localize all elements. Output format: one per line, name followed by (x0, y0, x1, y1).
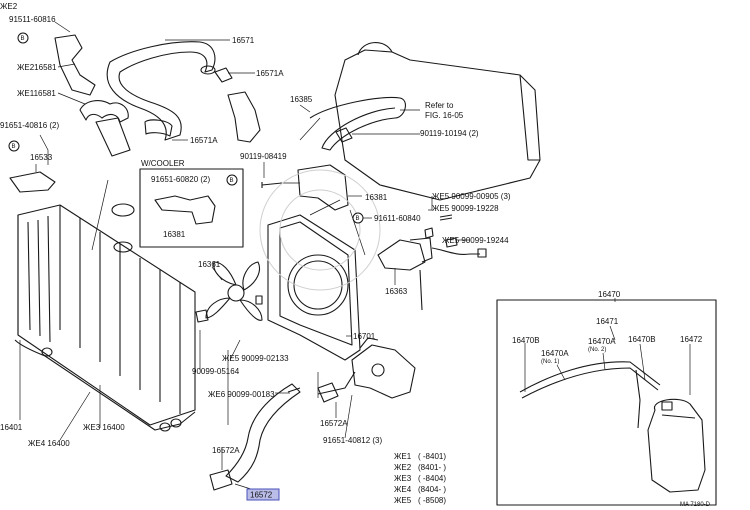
legend-range-4: (8404- ) (418, 485, 446, 494)
legend: ЖЕ1 ( -8401) ЖЕ2 (8401- ) ЖЕ3 ( -8404) Ж… (394, 452, 446, 505)
label-216581[interactable]: ЖЕ216581 (17, 63, 57, 72)
bracket-116581 (79, 100, 129, 123)
label-16701[interactable]: 16701 (353, 332, 376, 341)
radiator-cap (113, 241, 133, 253)
coolant-reservoir-outline (334, 49, 541, 201)
label-no1: (No. 1) (541, 359, 559, 365)
with-cooler-inset-box (139, 168, 244, 248)
label-16471[interactable]: 16471 (596, 317, 619, 326)
label-90099-02133[interactable]: ЖЕ5 90099-02133 (222, 354, 289, 363)
legend-range-1: ( -8401) (418, 452, 446, 461)
label-16361[interactable]: 16361 (198, 260, 221, 269)
legend-mark-1: ЖЕ1 (394, 452, 412, 461)
label-90099-19228[interactable]: ЖЕ5 90099-19228 (432, 204, 499, 213)
hose-clamp-16572A-left (209, 469, 233, 491)
label-91651-60820[interactable]: 91651-60820 (2) (151, 175, 210, 184)
hose-clamp-16571A-mid (144, 119, 173, 137)
label-16385[interactable]: 16385 (290, 95, 313, 104)
lower-radiator-hose (225, 383, 301, 483)
label-16572A-right[interactable]: 16572A (320, 419, 348, 428)
label-drawing-id: MA 7180-D (680, 502, 711, 508)
label-316400[interactable]: ЖЕ3 16400 (83, 423, 125, 432)
legend-range-3: ( -8404) (418, 474, 446, 483)
label-16571A-top[interactable]: 16571A (256, 69, 284, 78)
bracket-16381 (297, 164, 349, 211)
label-16381-inset[interactable]: 16381 (163, 230, 186, 239)
inset-reservoir-tank (647, 398, 706, 493)
label-16470B-right[interactable]: 16470B (628, 335, 656, 344)
bracket-16533 (9, 171, 56, 193)
label-16572A-left[interactable]: 16572A (212, 446, 240, 455)
fan-motor (377, 237, 487, 311)
label-16381[interactable]: 16381 (365, 193, 388, 202)
label-90099-00905[interactable]: ЖЕ5 90099-00905 (3) (432, 192, 511, 201)
radiator-cap-left (111, 203, 135, 217)
label-116581[interactable]: ЖЕ116581 (17, 89, 56, 98)
svg-text:B: B (12, 144, 16, 150)
bracket-216581 (54, 34, 96, 96)
label-90119-08419[interactable]: 90119-08419 (240, 152, 287, 161)
thermostat-outlet (227, 91, 261, 143)
fan-shroud (267, 214, 361, 361)
water-outlet-housing (351, 344, 416, 399)
label-91611-60840[interactable]: 91611-60840 (374, 214, 421, 223)
circle-b-marks: B B B B (8, 32, 364, 224)
highlight-16572[interactable] (246, 488, 280, 501)
bolt-90119-10194 (335, 127, 353, 143)
label-16571A-mid[interactable]: 16571A (190, 136, 218, 145)
label-90099-00183[interactable]: ЖЕ6 90099-00183 (208, 390, 275, 399)
bolt-90119-08419 (261, 182, 283, 188)
label-16363[interactable]: 16363 (385, 287, 408, 296)
label-w-cooler: W/COOLER (141, 159, 185, 168)
reservoir-cap (357, 42, 393, 56)
label-refer-to: Refer to (425, 101, 454, 110)
label-90119-10194[interactable]: 90119-10194 (2) (420, 129, 479, 138)
label-16472[interactable]: 16472 (680, 335, 703, 344)
label-no2: (No. 2) (588, 347, 606, 353)
watermark-emblem (259, 169, 381, 291)
cooling-fan (205, 261, 263, 321)
label-90099-05164[interactable]: 90099-05164 (192, 367, 240, 376)
legend-mark-4: ЖЕ4 (394, 485, 412, 494)
label-16470B-left[interactable]: 16470B (512, 336, 540, 345)
label-fig-16-05: FIG. 16-05 (425, 111, 464, 120)
legend-range-2: (8401- ) (418, 463, 446, 472)
leader-lines (19, 21, 691, 491)
svg-text:B: B (356, 216, 360, 222)
legend-range-5: ( -8508) (418, 496, 446, 505)
svg-text:B: B (21, 36, 25, 42)
reservoir-strap (309, 96, 406, 151)
label-16572[interactable]: 16572 (250, 491, 273, 500)
hose-clamp-16571A-top (214, 67, 233, 83)
legend-mark-3: ЖЕ3 (394, 474, 412, 483)
fan-shroud-opening (287, 254, 349, 316)
svg-text:B: B (230, 178, 234, 184)
inset-bracket-16381 (154, 195, 216, 225)
label-16533[interactable]: 16533 (30, 153, 53, 162)
label-16470A-no1[interactable]: 16470A (541, 349, 569, 358)
label-16401[interactable]: 16401 (0, 423, 23, 432)
label-91511-60816[interactable]: 91511-60816 (9, 15, 56, 24)
label-16470A-no2[interactable]: 16470A (588, 337, 616, 346)
reservoir-inset-box (496, 299, 717, 506)
legend-mark-2: ЖЕ2 (394, 463, 412, 472)
upper-radiator-hose (106, 41, 216, 141)
label-90099-19244[interactable]: ЖЕ5 90099-19244 (442, 236, 509, 245)
label-91651-40816[interactable]: 91651-40816 (2) (0, 121, 59, 130)
label-corner: ЖЕ2 (0, 2, 18, 11)
label-416400[interactable]: ЖЕ4 16400 (28, 439, 70, 448)
part-labels: ЖЕ2 91511-60816 16571 16571A ЖЕ216581 ЖЕ… (0, 2, 711, 508)
hose-clamp-16572A-right (317, 382, 339, 403)
label-16470[interactable]: 16470 (598, 290, 621, 299)
label-91651-40812[interactable]: 91651-40812 (3) (323, 436, 382, 445)
label-16571[interactable]: 16571 (232, 36, 255, 45)
legend-mark-5: ЖЕ5 (394, 496, 412, 505)
